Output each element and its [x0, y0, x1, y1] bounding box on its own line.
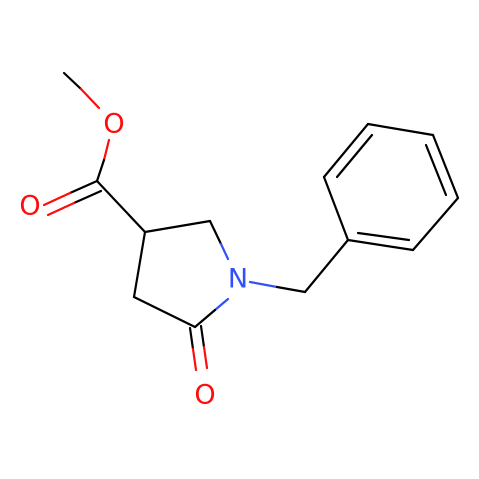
- bond-methyl-o: [62, 71, 83, 91]
- bond-n-ch2-black: [275, 285, 307, 294]
- bond-benzene-2: [411, 196, 460, 252]
- bond-lactam-double-2-red: [202, 345, 209, 370]
- bond-co-double-1-black: [68, 179, 99, 195]
- bond-lactam-double-2-black: [199, 324, 206, 349]
- bond-n-ch2-blue: [248, 280, 279, 289]
- atom-ester-o-label: O: [103, 109, 124, 140]
- atom-nitrogen-label: N: [228, 264, 248, 295]
- bond-co-double-2-red: [46, 201, 76, 217]
- bond-benzene-4: [366, 122, 435, 137]
- bond-o-carbonyl-red: [102, 138, 111, 162]
- bond-benzene-3: [431, 133, 460, 200]
- bond-c2-n-blue: [219, 242, 230, 261]
- bond-lactam-double-1-black: [188, 326, 195, 351]
- bond-c2-n-black: [208, 219, 223, 246]
- bond-benzene-6: [322, 175, 350, 242]
- atom-lactam-o-label: O: [194, 380, 215, 411]
- bond-carbonyl-c3: [95, 179, 147, 234]
- bond-o-carbonyl-black: [95, 158, 106, 183]
- bond-benzene-1: [346, 238, 415, 252]
- bond-lactam-double-1-red: [191, 347, 198, 372]
- bond-c3-c2: [143, 219, 212, 234]
- bond-benzene-inner-3: [335, 133, 374, 179]
- bond-c5-c4: [132, 295, 197, 329]
- bond-ch2-ipso: [303, 238, 350, 294]
- bond-co-double-1-red: [42, 191, 72, 207]
- bond-c4-c3: [132, 230, 147, 299]
- bond-co-double-2-black: [72, 189, 103, 205]
- bond-n-c5-black: [193, 308, 217, 329]
- bond-n-c5-blue: [213, 297, 230, 312]
- bond-benzene-inner-1: [356, 231, 411, 242]
- bond-benzene-inner-2: [424, 143, 448, 197]
- bond-methyl-o-red: [79, 87, 101, 110]
- atom-carbonyl-o-label: O: [19, 191, 40, 222]
- bond-benzene-5: [322, 122, 370, 179]
